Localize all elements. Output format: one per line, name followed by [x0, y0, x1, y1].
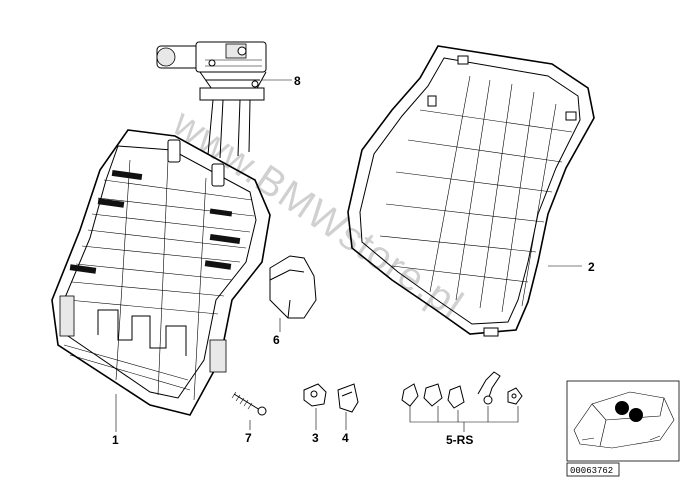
- vehicle-location-thumbnail: 00063762: [566, 380, 680, 477]
- reference-code: 00063762: [570, 466, 613, 476]
- label-4: 4: [342, 431, 349, 445]
- label-8: 8: [294, 74, 301, 88]
- cap-part: [269, 255, 317, 319]
- label-1: 1: [112, 433, 119, 447]
- seat-position-marker-1: [615, 401, 629, 415]
- clip-part: [303, 383, 327, 407]
- seat-back-frame-part: [51, 129, 271, 416]
- screw-part: [231, 391, 267, 416]
- seat-position-marker-2: [629, 408, 643, 422]
- watermark: www.BMWstore.pl: [164, 100, 471, 327]
- repair-kit-parts: [401, 371, 523, 409]
- label-7: 7: [245, 431, 252, 445]
- label-5-rs: 5-RS: [446, 433, 473, 447]
- leader-lines: [115, 79, 582, 432]
- seat-back-cover-part: [347, 45, 595, 337]
- clip-holder-part: [337, 383, 359, 413]
- headrest-mechanism-part: [156, 41, 267, 159]
- label-3: 3: [312, 431, 319, 445]
- label-6: 6: [273, 333, 280, 347]
- label-2: 2: [588, 260, 595, 274]
